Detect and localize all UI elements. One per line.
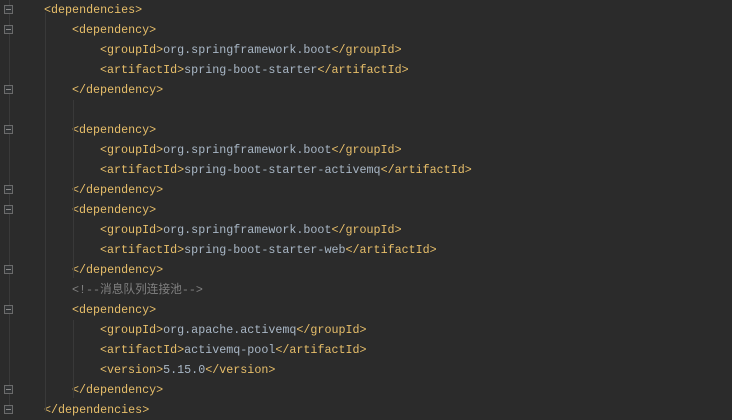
code-line[interactable]: </dependency>: [0, 180, 732, 200]
xml-tag: </dependency>: [72, 83, 164, 97]
xml-text: org.springframework.boot: [163, 223, 332, 237]
xml-tag: <groupId>: [100, 223, 164, 237]
xml-tag: <groupId>: [100, 43, 164, 57]
xml-tag: <artifactId>: [100, 163, 185, 177]
code-line[interactable]: <artifactId>activemq-pool</artifactId>: [0, 340, 732, 360]
xml-tag: <groupId>: [100, 323, 164, 337]
fold-marker-icon[interactable]: [4, 305, 13, 314]
code-line[interactable]: <!--消息队列连接池-->: [0, 280, 732, 300]
xml-text: spring-boot-starter-web: [184, 243, 346, 257]
code-line[interactable]: <dependency>: [0, 300, 732, 320]
xml-tag: </artifactId>: [380, 163, 472, 177]
xml-tag: <dependency>: [72, 23, 157, 37]
code-line[interactable]: </dependency>: [0, 260, 732, 280]
indent-guide: [73, 100, 74, 218]
fold-marker-icon[interactable]: [4, 5, 13, 14]
xml-tag: <artifactId>: [100, 63, 185, 77]
xml-tag: <dependency>: [72, 123, 157, 137]
xml-tag: <groupId>: [100, 143, 164, 157]
xml-text: org.apache.activemq: [163, 323, 297, 337]
xml-tag: </dependency>: [72, 263, 164, 277]
code-line[interactable]: </dependencies>: [0, 400, 732, 420]
code-line[interactable]: <dependency>: [0, 200, 732, 220]
xml-tag: </dependencies>: [44, 403, 150, 417]
fold-marker-icon[interactable]: [4, 265, 13, 274]
code-line[interactable]: </dependency>: [0, 80, 732, 100]
indent-guide: [73, 240, 74, 278]
xml-tag: </groupId>: [331, 223, 402, 237]
fold-marker-icon[interactable]: [4, 185, 13, 194]
code-line[interactable]: <dependency>: [0, 120, 732, 140]
xml-tag: </groupId>: [331, 43, 402, 57]
fold-marker-icon[interactable]: [4, 85, 13, 94]
code-line[interactable]: <version>5.15.0</version>: [0, 360, 732, 380]
xml-text: spring-boot-starter-activemq: [184, 163, 381, 177]
code-line[interactable]: <artifactId>spring-boot-starter-activemq…: [0, 160, 732, 180]
xml-text: org.springframework.boot: [163, 143, 332, 157]
xml-comment: <!--消息队列连接池-->: [72, 283, 203, 297]
editor-gutter: [0, 0, 22, 414]
xml-tag: </artifactId>: [345, 243, 437, 257]
code-line[interactable]: <groupId>org.springframework.boot</group…: [0, 40, 732, 60]
xml-tag: </groupId>: [296, 323, 367, 337]
code-line[interactable]: <dependency>: [0, 20, 732, 40]
indent-guide: [45, 12, 46, 412]
xml-tag: <version>: [100, 363, 164, 377]
xml-text: activemq-pool: [184, 343, 276, 357]
fold-marker-icon[interactable]: [4, 385, 13, 394]
xml-tag: <artifactId>: [100, 343, 185, 357]
xml-tag: </dependency>: [72, 183, 164, 197]
fold-marker-icon[interactable]: [4, 205, 13, 214]
xml-tag: </version>: [205, 363, 276, 377]
xml-tag: <dependencies>: [44, 3, 143, 17]
fold-marker-icon[interactable]: [4, 125, 13, 134]
xml-tag: </groupId>: [331, 143, 402, 157]
code-line[interactable]: <groupId>org.apache.activemq</groupId>: [0, 320, 732, 340]
xml-text: org.springframework.boot: [163, 43, 332, 57]
code-line[interactable]: <groupId>org.springframework.boot</group…: [0, 140, 732, 160]
code-line[interactable]: <artifactId>spring-boot-starter-web</art…: [0, 240, 732, 260]
code-line[interactable]: </dependency>: [0, 380, 732, 400]
xml-tag: </artifactId>: [317, 63, 409, 77]
code-line[interactable]: <groupId>org.springframework.boot</group…: [0, 220, 732, 240]
xml-tag: <dependency>: [72, 203, 157, 217]
indent-guide: [73, 180, 74, 258]
code-line[interactable]: <artifactId>spring-boot-starter</artifac…: [0, 60, 732, 80]
code-line[interactable]: [0, 100, 732, 120]
xml-tag: <artifactId>: [100, 243, 185, 257]
xml-tag: </dependency>: [72, 383, 164, 397]
xml-tag: </artifactId>: [275, 343, 367, 357]
xml-text: spring-boot-starter: [184, 63, 318, 77]
indent-guide: [73, 320, 74, 398]
xml-tag: <dependency>: [72, 303, 157, 317]
code-line[interactable]: <dependencies>: [0, 0, 732, 20]
fold-marker-icon[interactable]: [4, 25, 13, 34]
xml-text: 5.15.0: [163, 363, 206, 377]
